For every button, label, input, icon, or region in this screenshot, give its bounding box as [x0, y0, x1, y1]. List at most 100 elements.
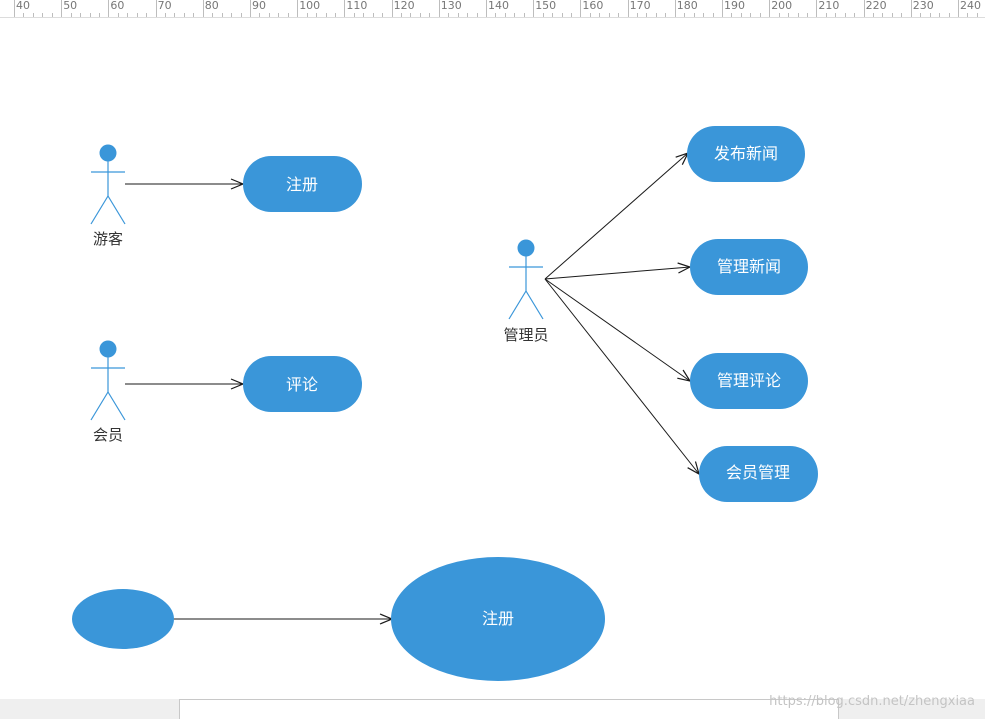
- ruler-minor-tick: [231, 13, 233, 17]
- ruler-minor-tick: [891, 13, 893, 17]
- connectors: [125, 153, 699, 619]
- ruler-major-tick: [486, 0, 487, 17]
- use-case-manage-news[interactable]: 管理新闻: [690, 239, 808, 295]
- ruler-minor-tick: [372, 13, 374, 17]
- ruler-minor-tick: [599, 13, 601, 17]
- ruler-major-tick: [627, 0, 629, 17]
- ruler-major-tick: [344, 0, 346, 17]
- ruler-major-tick: [61, 0, 63, 17]
- actor-guest[interactable]: 游客: [90, 144, 126, 249]
- ruler-label: 210: [818, 0, 840, 12]
- ruler-minor-tick: [183, 13, 185, 17]
- ruler-label: 150: [535, 0, 557, 12]
- watermark: https://blog.csdn.net/zhengxiaa: [769, 694, 975, 709]
- ruler-major-tick: [14, 0, 15, 17]
- ruler-minor-tick: [561, 13, 563, 17]
- use-case-label: 管理评论: [717, 371, 781, 390]
- ruler-minor-tick: [825, 13, 827, 17]
- unlabeled-ellipse[interactable]: [72, 589, 174, 649]
- ruler-minor-tick: [240, 13, 242, 17]
- ruler-minor-tick: [278, 13, 280, 17]
- ruler-minor-tick: [703, 13, 705, 17]
- ruler-minor-tick: [325, 13, 327, 17]
- ruler-minor-tick: [920, 13, 922, 17]
- ruler-minor-tick: [542, 13, 544, 17]
- ruler-minor-tick: [448, 13, 450, 17]
- ruler-minor-tick: [552, 13, 554, 17]
- ruler-minor-tick: [467, 13, 469, 17]
- ruler-minor-tick: [948, 13, 950, 17]
- ruler-minor-tick: [334, 13, 336, 17]
- ruler-major-tick: [533, 0, 535, 17]
- ruler-minor-tick: [797, 13, 799, 17]
- ruler-minor-tick: [316, 13, 318, 17]
- use-case-label: 管理新闻: [717, 257, 781, 276]
- ruler-label: 130: [440, 0, 462, 12]
- actor-member[interactable]: 会员: [90, 340, 126, 445]
- use-case-manage-comments[interactable]: 管理评论: [690, 353, 808, 409]
- ruler-minor-tick: [89, 13, 91, 17]
- ruler-minor-tick: [457, 13, 459, 17]
- ruler-label: 140: [488, 0, 509, 12]
- ruler-minor-tick: [806, 13, 808, 17]
- actor-label: 会员: [93, 426, 123, 444]
- use-case-label: 会员管理: [726, 463, 790, 482]
- ruler-label: 70: [157, 0, 172, 12]
- ruler-major-tick: [816, 0, 818, 17]
- ruler-major-tick: [769, 0, 771, 17]
- ruler-label: 160: [582, 0, 604, 12]
- ruler-minor-tick: [655, 13, 657, 17]
- ruler-label: 80: [204, 0, 219, 12]
- connector-admin-publish-news[interactable]: [544, 153, 688, 280]
- ruler-major-tick: [910, 0, 912, 17]
- use-case-label: 发布新闻: [714, 144, 778, 163]
- ruler-minor-tick: [117, 13, 119, 17]
- ruler-minor-tick: [212, 13, 214, 17]
- actor-head: [517, 239, 535, 257]
- ruler-major-tick: [958, 0, 959, 17]
- ruler-label: 120: [393, 0, 415, 12]
- ruler-label: 170: [629, 0, 651, 12]
- use-case-publish-news[interactable]: 发布新闻: [687, 126, 805, 182]
- ruler-minor-tick: [901, 13, 903, 17]
- ruler-minor-tick: [165, 13, 167, 17]
- ruler-minor-tick: [382, 13, 384, 17]
- ruler-minor-tick: [646, 13, 648, 17]
- ruler-minor-tick: [193, 13, 195, 17]
- ruler-major-tick: [863, 0, 865, 17]
- connector-admin-member-management[interactable]: [544, 278, 699, 474]
- ruler-minor-tick: [589, 13, 591, 17]
- ruler-minor-tick: [929, 13, 931, 17]
- use-case-label: 注册: [482, 609, 514, 628]
- ruler-minor-tick: [967, 13, 969, 17]
- ruler-minor-tick: [665, 13, 667, 17]
- ruler-minor-tick: [504, 13, 506, 17]
- ruler-major-tick: [722, 0, 723, 17]
- ruler-minor-tick: [221, 13, 223, 17]
- ruler-minor-tick: [882, 13, 884, 17]
- actor-head: [99, 144, 117, 162]
- ruler-minor-tick: [608, 13, 610, 17]
- ruler-label: 230: [912, 0, 934, 12]
- use-case-member-management[interactable]: 会员管理: [699, 446, 818, 502]
- ruler-major-tick: [297, 0, 299, 17]
- ruler-label: 200: [771, 0, 793, 12]
- use-case-register-large[interactable]: 注册: [391, 557, 605, 681]
- ruler-minor-tick: [353, 13, 355, 17]
- actor-admin[interactable]: 管理员: [503, 239, 549, 345]
- connector-admin-manage-comments[interactable]: [544, 278, 690, 381]
- ruler-minor-tick: [684, 13, 686, 17]
- ruler-label: 110: [346, 0, 368, 12]
- ruler-minor-tick: [80, 13, 82, 17]
- ruler-minor-tick: [306, 13, 308, 17]
- bottom-panel[interactable]: [179, 699, 839, 719]
- connector-admin-manage-news[interactable]: [544, 267, 690, 280]
- ruler-minor-tick: [268, 13, 270, 17]
- ruler-minor-tick: [759, 13, 761, 17]
- use-case-register[interactable]: 注册: [243, 156, 362, 212]
- use-case-comment[interactable]: 评论: [243, 356, 362, 412]
- ruler-minor-tick: [788, 13, 790, 17]
- ruler-minor-tick: [854, 13, 856, 17]
